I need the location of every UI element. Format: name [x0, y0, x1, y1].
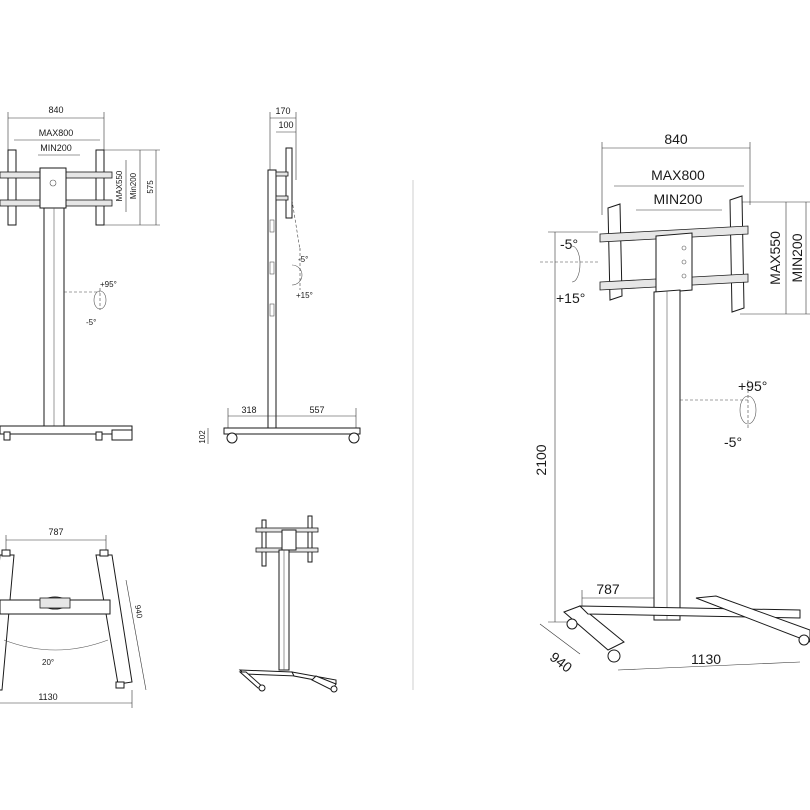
iso-tilt-up-b-label: +95°: [738, 378, 767, 394]
iso-min-h-label: MIN200: [653, 191, 702, 207]
iso-inner-width-label: 787: [596, 581, 620, 597]
top-overall-width-label: 1130: [38, 692, 57, 702]
side-depth-total-label: 170: [275, 106, 290, 116]
front-min-h-label: MIN200: [40, 143, 72, 153]
front-max-h-label: MAX800: [39, 128, 74, 138]
front-view: 840 MAX800 MIN200 MAX550 Min200 575 +95°…: [0, 105, 160, 441]
iso-height-label: 2100: [533, 444, 549, 475]
iso-overall-width-label: 1130: [691, 651, 721, 667]
iso-tilt-down-b-label: -5°: [724, 434, 742, 450]
side-view: 170 100 -5° +15° 318 557 102: [198, 106, 361, 444]
front-height-v-label: 575: [146, 180, 155, 194]
iso-max-v-label: MAX550: [767, 231, 783, 285]
side-base-front-label: 318: [241, 405, 256, 415]
side-tilt-up-label: +15°: [296, 291, 313, 300]
top-inner-width-label: 787: [48, 527, 63, 537]
top-view: 787 20° 940 1130: [0, 527, 147, 708]
iso-depth-label: 940: [547, 649, 575, 676]
front-min-v-label: Min200: [129, 172, 138, 199]
iso-tilt-up-a-label: +15°: [556, 290, 585, 306]
small-iso-view: [238, 515, 338, 693]
iso-max-h-label: MAX800: [651, 167, 705, 183]
front-tilt-down-label: -5°: [86, 318, 96, 327]
top-depth-label: 940: [133, 604, 144, 619]
front-max-v-label: MAX550: [115, 170, 124, 201]
large-iso-view: 840 MAX800 MIN200 MAX550 MIN200 -5° +15°: [533, 131, 810, 676]
front-tilt-up-label: +95°: [100, 280, 117, 289]
iso-tilt-down-a-label: -5°: [560, 236, 578, 252]
side-depth-bracket-label: 100: [278, 120, 293, 130]
side-tilt-down-label: -5°: [298, 255, 308, 264]
front-width-label: 840: [48, 105, 63, 115]
top-angle-label: 20°: [42, 658, 54, 667]
iso-min-v-label: MIN200: [789, 233, 805, 282]
side-base-back-label: 557: [309, 405, 324, 415]
iso-width-label: 840: [664, 131, 688, 147]
side-base-height-label: 102: [198, 430, 207, 444]
